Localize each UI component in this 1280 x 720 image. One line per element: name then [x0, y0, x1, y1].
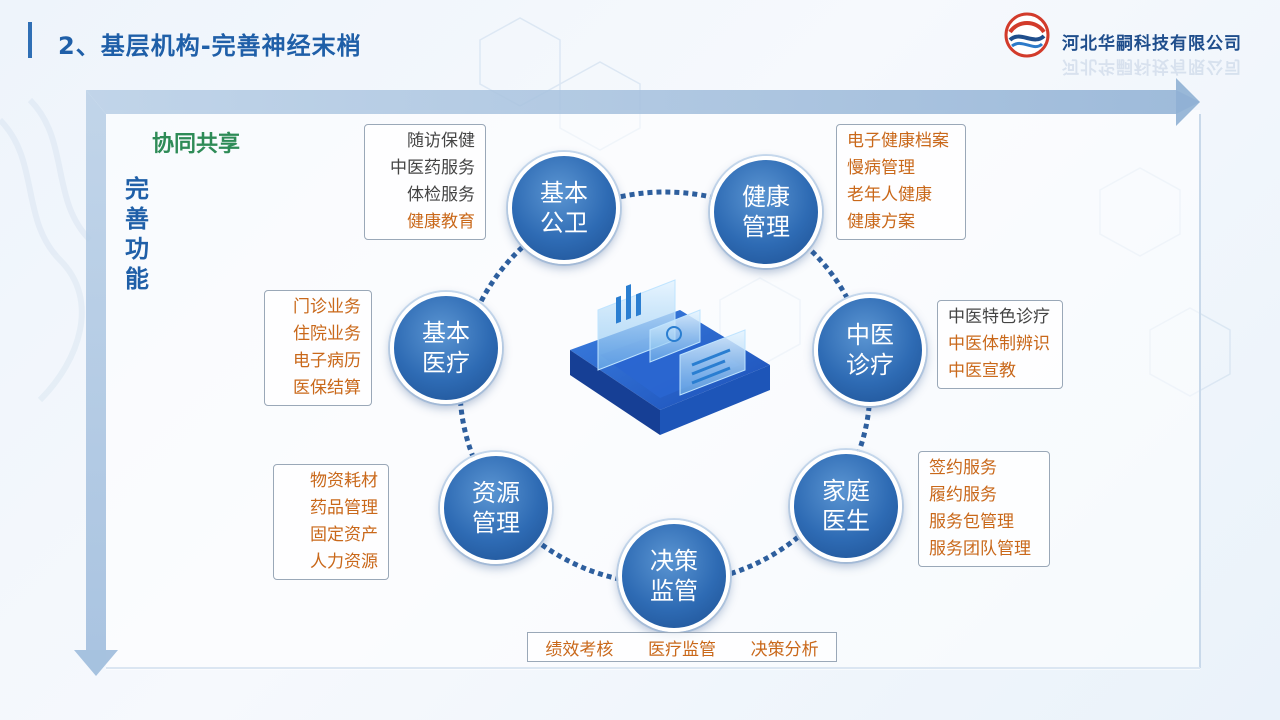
- company-name: 河北华嗣科技有限公司: [1062, 34, 1242, 54]
- list-item: 人力资源: [310, 552, 378, 572]
- node-basic-public-health[interactable]: 基本公卫: [508, 152, 620, 264]
- function-char: 功: [125, 235, 149, 263]
- list-item: 固定资产: [310, 525, 378, 545]
- list-item: 服务团队管理: [929, 539, 1031, 559]
- node-line: 基本: [422, 319, 470, 347]
- list-item: 中医特色诊疗: [948, 307, 1050, 327]
- node-line: 医疗: [422, 349, 470, 377]
- list-item: 履约服务: [929, 485, 997, 505]
- page-title: 2、基层机构-完善神经末梢: [58, 32, 362, 60]
- list-item: 药品管理: [310, 498, 378, 518]
- list-item: 体检服务: [407, 185, 475, 205]
- function-char: 能: [125, 265, 149, 293]
- node-line: 家庭: [822, 477, 870, 505]
- list-item: 电子病历: [293, 351, 361, 371]
- node-health-management[interactable]: 健康管理: [710, 156, 822, 268]
- node-decision-supervision[interactable]: 决策监管: [618, 520, 730, 632]
- list-item: 医疗监管: [647, 639, 716, 660]
- node-line: 决策: [650, 547, 698, 575]
- public-health-items-box: 随访保健 中医药服务 体检服务 健康教育: [364, 124, 486, 240]
- node-line: 管理: [742, 213, 790, 241]
- node-resource-management[interactable]: 资源管理: [440, 452, 552, 564]
- medical-items-box: 门诊业务 住院业务 电子病历 医保结算: [264, 290, 372, 406]
- list-item: 医保结算: [293, 378, 361, 398]
- tcm-items-box: 中医特色诊疗 中医体制辨识 中医宣教: [937, 300, 1063, 389]
- list-item: 随访保健: [407, 131, 475, 151]
- resource-items-box: 物资耗材 药品管理 固定资产 人力资源: [273, 464, 389, 580]
- list-item: 健康方案: [847, 212, 915, 232]
- improve-functions-label: 完 善 功 能: [120, 174, 154, 294]
- list-item: 绩效考核: [545, 639, 614, 660]
- decision-items-box: 绩效考核 医疗监管 决策分析: [527, 632, 837, 662]
- company-logo: [1004, 12, 1050, 58]
- node-line: 资源: [472, 479, 520, 507]
- list-item: 中医药服务: [390, 158, 475, 178]
- node-line: 监管: [650, 577, 698, 605]
- title-accent-bar: [28, 22, 32, 58]
- list-item: 中医宣教: [948, 361, 1016, 381]
- list-item: 门诊业务: [293, 297, 361, 317]
- family-doctor-items-box: 签约服务 履约服务 服务包管理 服务团队管理: [918, 451, 1050, 567]
- company-name-reflection: 河北华嗣科技有限公司: [1062, 56, 1242, 76]
- node-line: 诊疗: [846, 351, 894, 379]
- list-item: 中医体制辨识: [948, 334, 1050, 354]
- list-item: 住院业务: [293, 324, 361, 344]
- health-management-items-box: 电子健康档案 慢病管理 老年人健康 健康方案: [836, 124, 966, 240]
- list-item: 健康教育: [407, 212, 475, 232]
- list-item: 老年人健康: [847, 185, 932, 205]
- function-char: 善: [125, 205, 149, 233]
- list-item: 电子健康档案: [847, 131, 949, 151]
- data-platform-illustration: [570, 279, 770, 435]
- node-line: 基本: [540, 179, 588, 207]
- node-line: 管理: [472, 509, 520, 537]
- node-line: 健康: [742, 183, 790, 211]
- node-line: 公卫: [540, 209, 588, 237]
- node-line: 中医: [846, 321, 894, 349]
- node-basic-medical[interactable]: 基本医疗: [390, 292, 502, 404]
- list-item: 慢病管理: [847, 158, 915, 178]
- function-char: 完: [125, 175, 149, 203]
- list-item: 决策分析: [750, 639, 819, 660]
- node-tcm-diagnosis[interactable]: 中医诊疗: [814, 294, 926, 406]
- node-line: 医生: [822, 507, 870, 535]
- list-item: 物资耗材: [310, 471, 378, 491]
- collaborative-sharing-label: 协同共享: [152, 132, 241, 157]
- list-item: 签约服务: [929, 458, 997, 478]
- list-item: 服务包管理: [929, 512, 1014, 532]
- node-family-doctor[interactable]: 家庭医生: [790, 450, 902, 562]
